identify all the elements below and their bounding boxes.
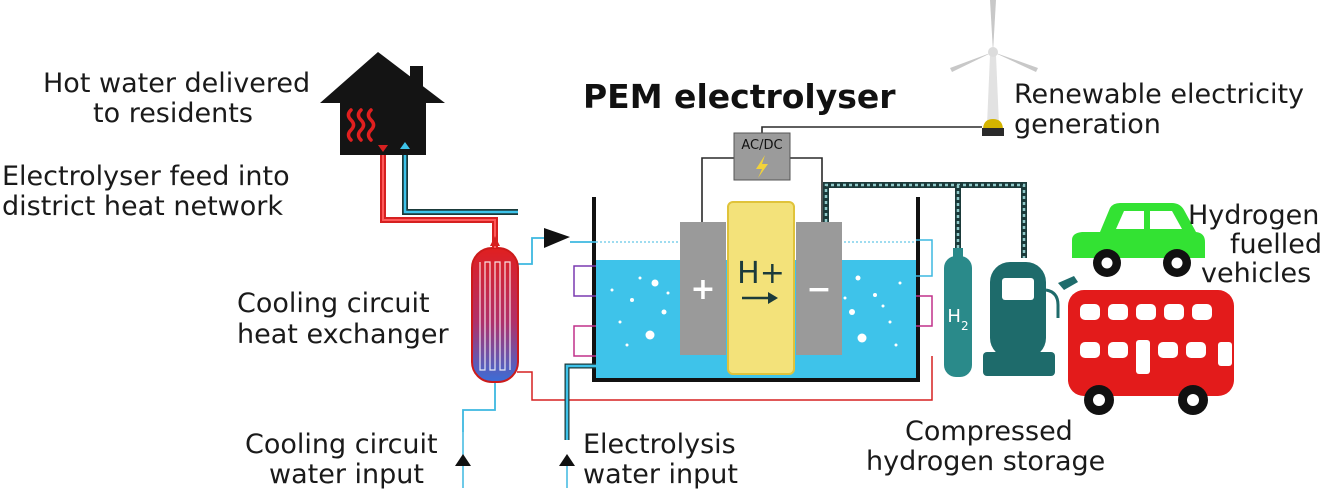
cooling-water-input-pipe [455,432,471,488]
radiator-icon [346,108,376,142]
converter-label: AC/DC [741,138,782,153]
cooling-loops [573,239,933,357]
nozzle-icon [1058,276,1078,290]
label-feed-line1: Electrolyser feed into [2,161,290,192]
ion-label: H+ [737,256,785,291]
label-cooling-input-line1: Cooling circuit [245,429,438,460]
bus-icon [1068,290,1234,415]
pump-icon-electrolysis [559,454,575,466]
label-electrolysis-input-line1: Electrolysis [583,429,736,460]
label-cooling-input-line2: water input [269,459,424,489]
cold-water-feed-pipe [462,237,596,432]
cathode-sign: − [806,272,831,307]
label-hot-water-line2: to residents [93,98,253,129]
house-icon [320,52,445,155]
electrolysis-water-input-pipe [559,363,596,488]
wind-turbine-icon [950,0,1038,136]
label-hot-water-line1: Hot water delivered [43,68,310,99]
gas-bubbles [610,275,902,347]
hot-return-pipe [517,356,933,401]
label-vehicles-line3: vehicles [1201,258,1311,289]
label-renewable-line1: Renewable electricity [1014,79,1304,110]
hydrogen-cylinder: H2 [944,248,972,377]
power-wires [701,126,982,222]
label-vehicles-line1: Hydrogen [1188,200,1319,231]
hydrogen-gas-pipe [823,182,1027,258]
label-electrolysis-input-line2: water input [583,459,738,489]
label-hx-line1: Cooling circuit [237,288,430,319]
pump-icon-cooling [455,454,471,466]
pump-icon [544,228,570,248]
ac-dc-converter: AC/DC [733,132,791,181]
label-hx-line2: heat exchanger [237,319,449,350]
district-heat-pipes [380,148,518,248]
cathode-electrode [796,222,842,355]
label-renewable-line2: generation [1014,109,1161,140]
arrow-right-icon [742,292,778,304]
anode-sign: + [690,272,715,307]
lightning-icon [756,155,768,178]
tank-symbol: H [947,306,961,327]
label-vehicles-line2: fuelled [1230,229,1322,260]
hydrogen-dispenser [983,262,1078,376]
electrolyser-tank: + − H+ [592,197,920,382]
car-icon [1072,203,1205,277]
tank-subscript: 2 [961,319,969,333]
label-feed-line2: district heat network [2,191,283,222]
label-storage-line1: Compressed [905,416,1073,447]
label-storage-line2: hydrogen storage [866,446,1105,477]
heat-exchanger [471,247,519,383]
proton-membrane [727,201,795,375]
svg-text:H2: H2 [947,306,968,333]
anode-electrode [680,222,726,355]
diagram-title: PEM electrolyser [583,77,896,116]
